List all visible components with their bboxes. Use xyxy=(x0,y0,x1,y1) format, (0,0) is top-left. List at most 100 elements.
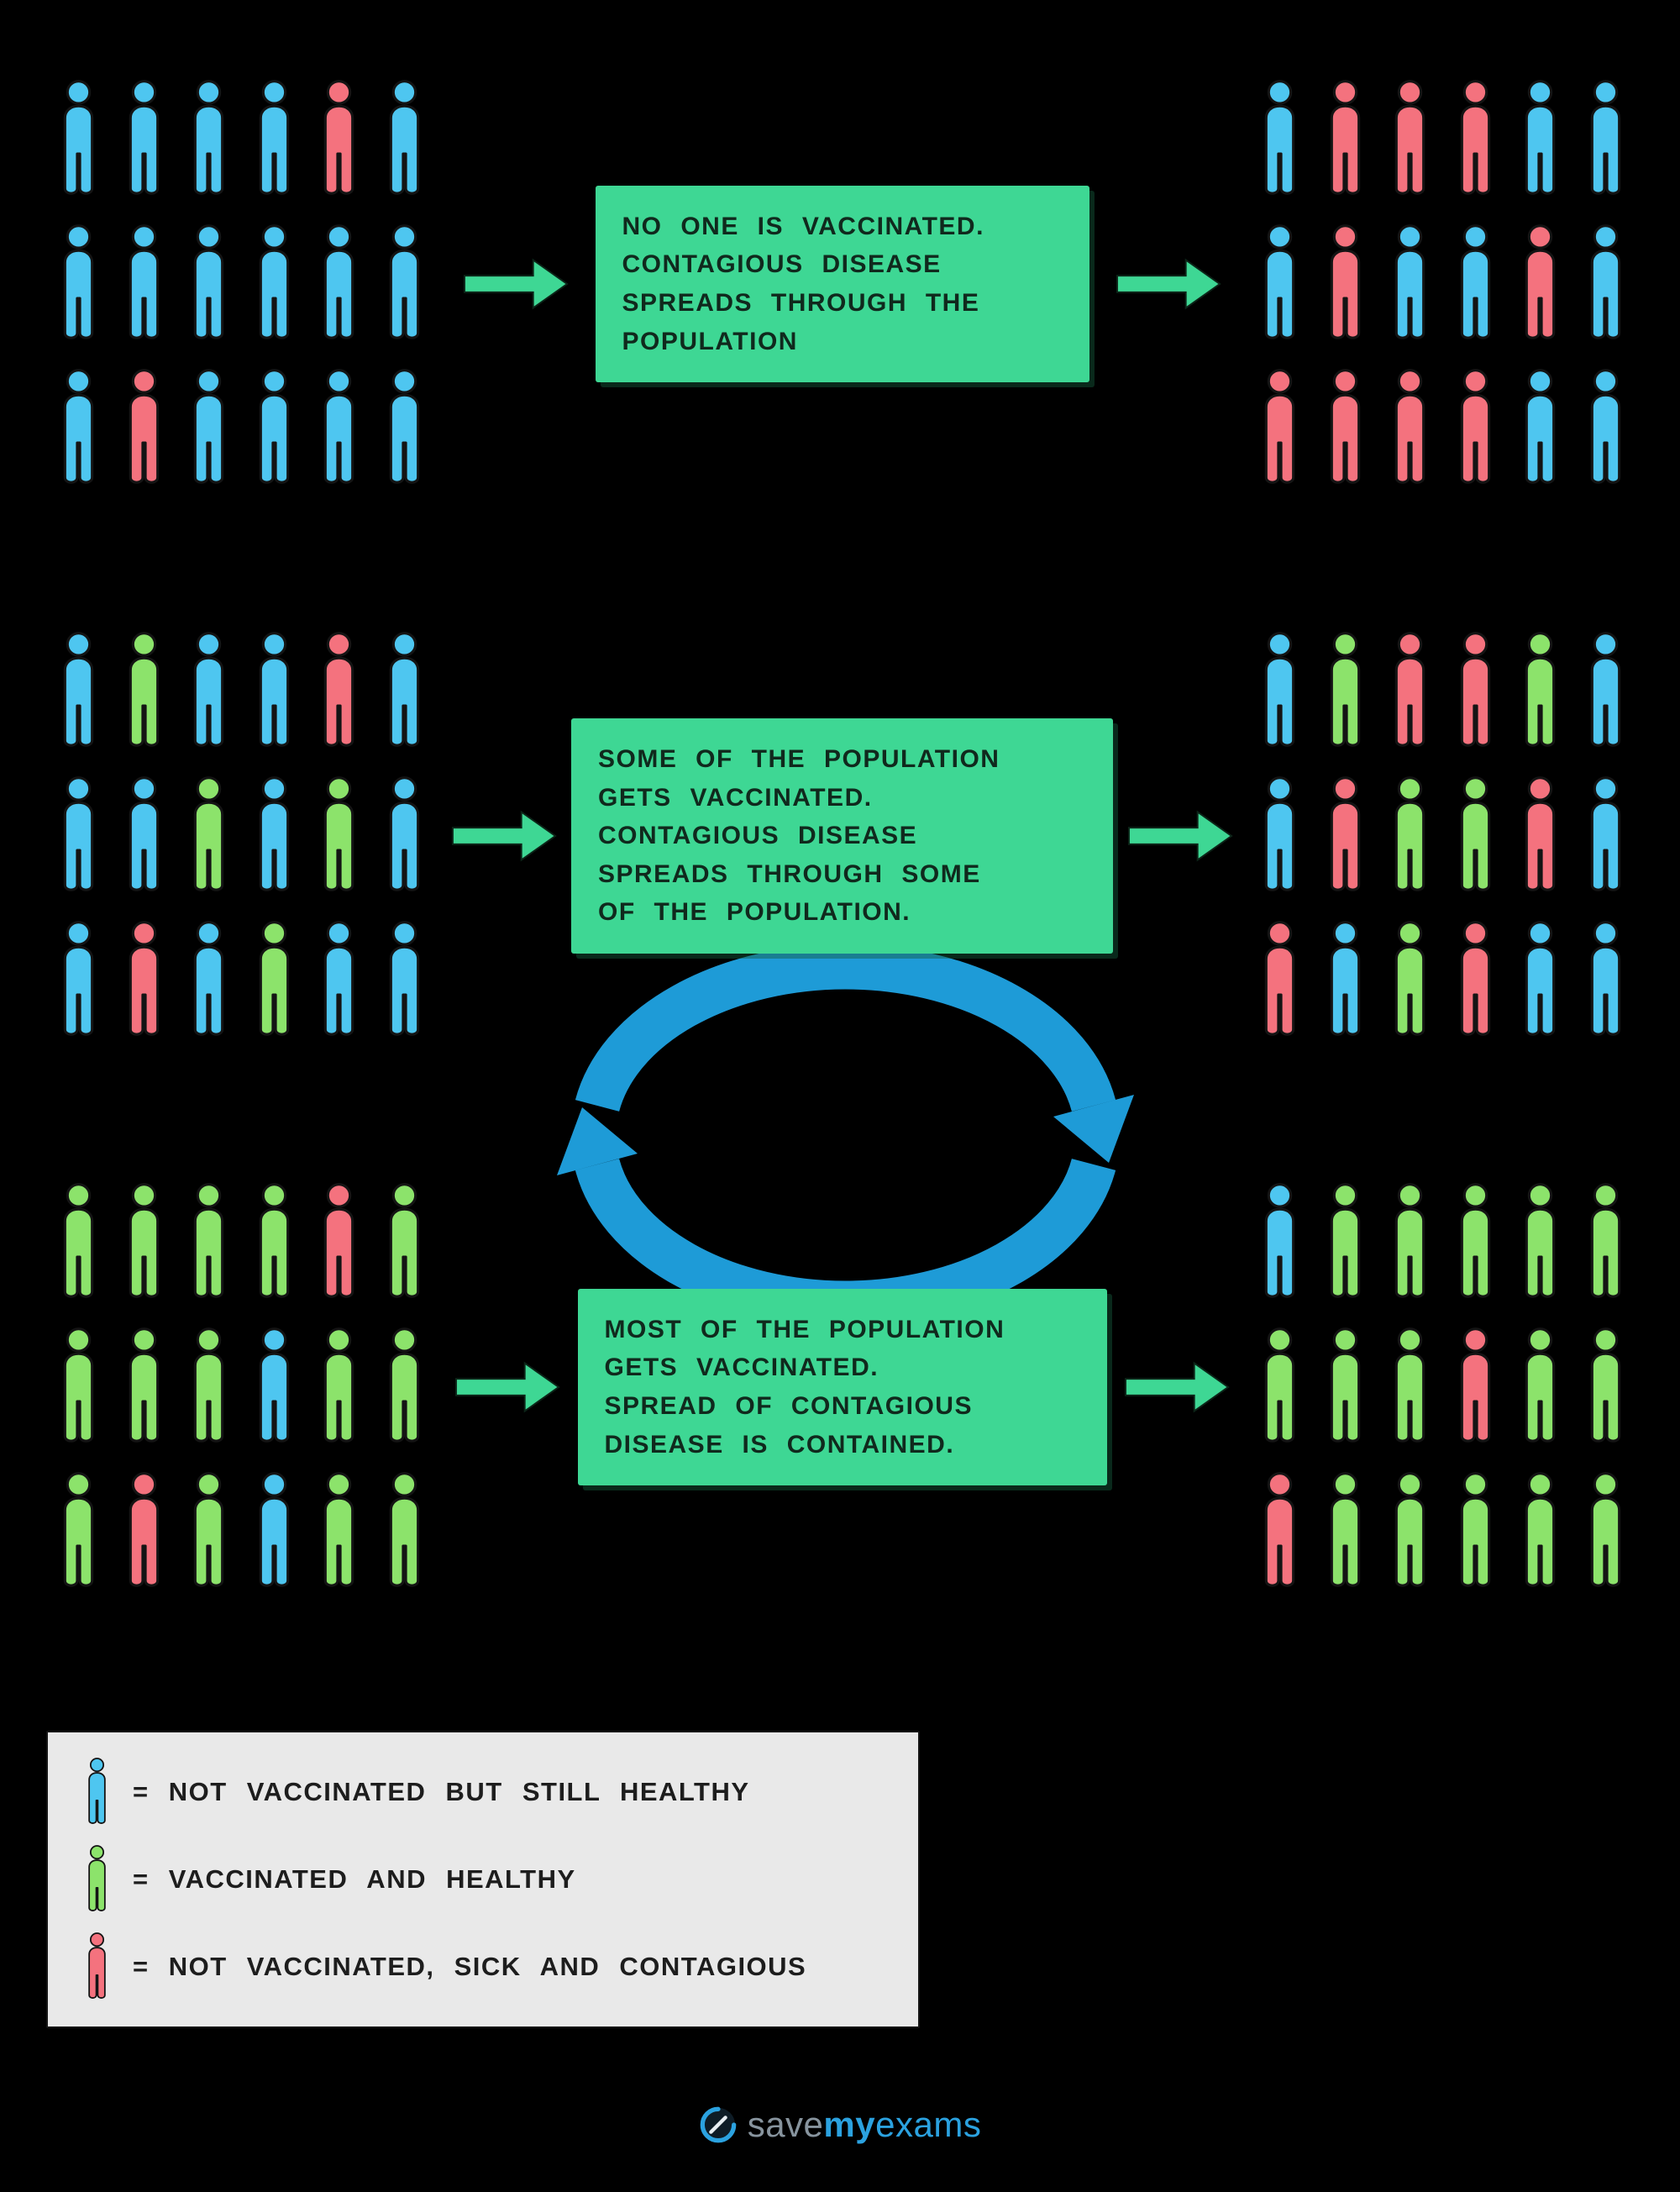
person-icon xyxy=(193,1183,224,1298)
person-icon xyxy=(389,1472,419,1587)
person-icon xyxy=(193,224,224,339)
arrow-right-icon xyxy=(451,810,557,862)
person-icon xyxy=(129,776,160,891)
person-icon xyxy=(324,776,354,891)
person-icon xyxy=(88,1932,106,1999)
person-icon xyxy=(1525,1183,1556,1298)
person-icon xyxy=(389,80,419,195)
person-icon xyxy=(1590,80,1620,195)
scenario-3-row: MOST OF THE POPULATION GETS VACCINATED. … xyxy=(46,1183,1638,1591)
person-icon xyxy=(63,1327,94,1443)
person-icon xyxy=(1265,1183,1295,1298)
person-icon xyxy=(1395,776,1425,891)
person-icon xyxy=(389,921,419,1036)
person-icon xyxy=(389,224,419,339)
person-icon xyxy=(1330,776,1360,891)
person-icon xyxy=(259,1183,289,1298)
person-icon xyxy=(1525,776,1556,891)
scenario-3-caption: MOST OF THE POPULATION GETS VACCINATED. … xyxy=(577,1288,1107,1486)
scenario-2-population-after xyxy=(1247,632,1638,1040)
person-icon xyxy=(193,776,224,891)
scenario-2-row: SOME OF THE POPULATION GETS VACCINATED. … xyxy=(46,632,1638,1040)
person-icon xyxy=(63,369,94,484)
person-icon xyxy=(324,632,354,747)
person-icon xyxy=(88,1845,106,1911)
legend-label: = NOT VACCINATED, SICK AND CONTAGIOUS xyxy=(133,1952,807,1981)
arrow-right-icon xyxy=(464,258,570,310)
person-icon xyxy=(389,369,419,484)
person-icon xyxy=(1525,80,1556,195)
person-icon xyxy=(259,1472,289,1587)
person-icon xyxy=(1330,80,1360,195)
person-icon xyxy=(193,921,224,1036)
person-icon xyxy=(129,80,160,195)
person-icon xyxy=(389,1327,419,1443)
person-icon xyxy=(1525,1472,1556,1587)
person-icon xyxy=(1460,369,1490,484)
arrow-right-icon xyxy=(1127,810,1233,862)
person-icon xyxy=(1330,1472,1360,1587)
person-icon xyxy=(324,1327,354,1443)
person-icon xyxy=(1525,224,1556,339)
person-icon xyxy=(129,632,160,747)
person-icon xyxy=(1460,921,1490,1036)
person-icon xyxy=(1590,1327,1620,1443)
person-icon xyxy=(88,1758,106,1824)
person-icon xyxy=(1460,1183,1490,1298)
legend-item: = NOT VACCINATED, SICK AND CONTAGIOUS xyxy=(83,1932,883,2001)
person-icon xyxy=(193,632,224,747)
person-icon xyxy=(1265,921,1295,1036)
savemyexams-logo-icon xyxy=(700,2106,737,2143)
arrow-right-icon xyxy=(1125,1361,1231,1413)
scenario-1-population-before xyxy=(46,80,437,488)
scenario-3-population-after xyxy=(1247,1183,1638,1591)
person-icon xyxy=(259,1327,289,1443)
person-icon xyxy=(1395,1327,1425,1443)
legend-label: = NOT VACCINATED BUT STILL HEALTHY xyxy=(133,1777,750,1806)
brand-my: my xyxy=(823,2105,876,2144)
legend-item: = VACCINATED AND HEALTHY xyxy=(83,1845,883,1914)
scenario-1-row: NO ONE IS VACCINATED. CONTAGIOUS DISEASE… xyxy=(46,80,1638,488)
legend-person-blue-icon xyxy=(83,1758,111,1827)
person-icon xyxy=(193,369,224,484)
person-icon xyxy=(1265,1472,1295,1587)
person-icon xyxy=(324,80,354,195)
person-icon xyxy=(63,1183,94,1298)
person-icon xyxy=(259,224,289,339)
scenario-1-population-after xyxy=(1247,80,1638,488)
person-icon xyxy=(324,921,354,1036)
person-icon xyxy=(389,1183,419,1298)
person-icon xyxy=(259,369,289,484)
person-icon xyxy=(63,80,94,195)
person-icon xyxy=(63,224,94,339)
person-icon xyxy=(1460,224,1490,339)
person-icon xyxy=(1460,776,1490,891)
person-icon xyxy=(1395,1472,1425,1587)
legend-label: = VACCINATED AND HEALTHY xyxy=(133,1864,576,1894)
person-icon xyxy=(63,1472,94,1587)
person-icon xyxy=(1460,1472,1490,1587)
person-icon xyxy=(1525,369,1556,484)
person-icon xyxy=(1460,80,1490,195)
person-icon xyxy=(259,80,289,195)
scenario-2-population-before xyxy=(46,632,437,1040)
person-icon xyxy=(129,224,160,339)
person-icon xyxy=(259,776,289,891)
person-icon xyxy=(1330,1327,1360,1443)
person-icon xyxy=(1330,369,1360,484)
person-icon xyxy=(63,632,94,747)
person-icon xyxy=(1590,369,1620,484)
person-icon xyxy=(1330,224,1360,339)
person-icon xyxy=(1525,632,1556,747)
person-icon xyxy=(193,1327,224,1443)
arrow-right-icon xyxy=(454,1361,560,1413)
person-icon xyxy=(129,1327,160,1443)
person-icon xyxy=(1395,632,1425,747)
person-icon xyxy=(1525,921,1556,1036)
person-icon xyxy=(1590,1183,1620,1298)
person-icon xyxy=(1395,369,1425,484)
person-icon xyxy=(1460,1327,1490,1443)
person-icon xyxy=(1395,224,1425,339)
scenario-1-caption: NO ONE IS VACCINATED. CONTAGIOUS DISEASE… xyxy=(595,185,1089,383)
scenario-2-caption: SOME OF THE POPULATION GETS VACCINATED. … xyxy=(571,718,1113,954)
